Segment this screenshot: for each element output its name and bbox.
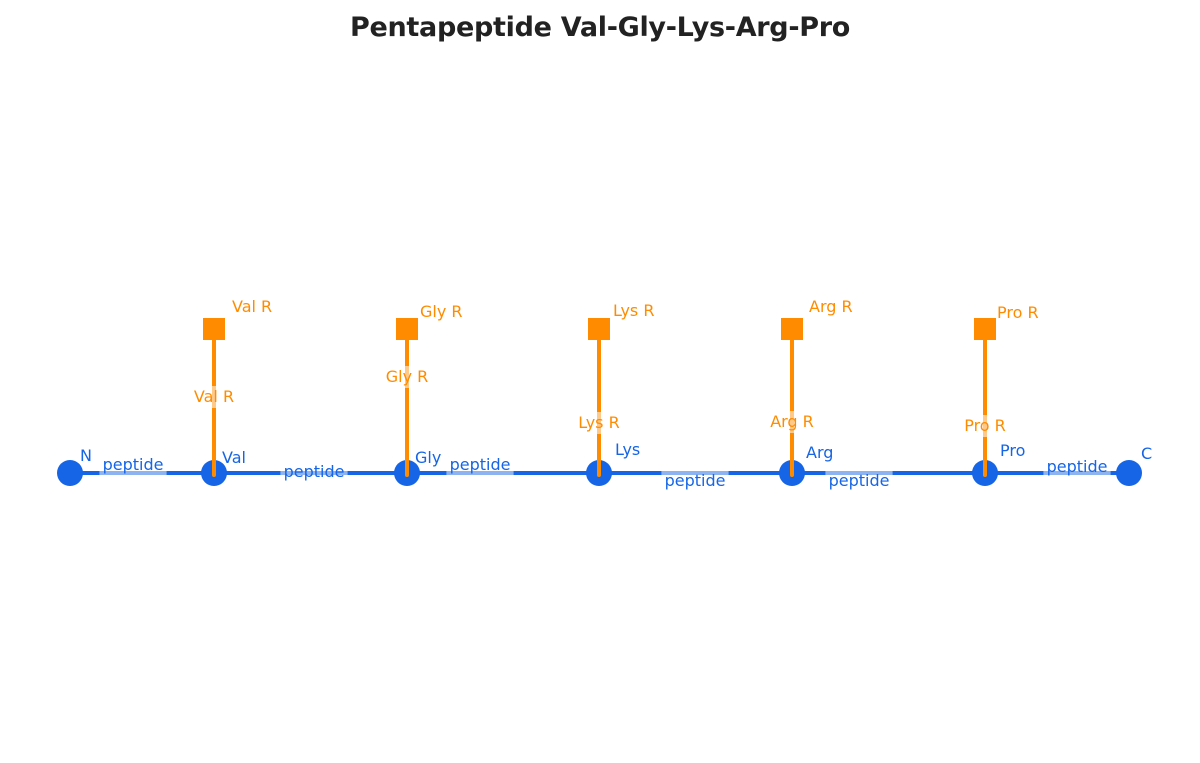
edge-label-highlight	[597, 412, 601, 434]
edge-label-highlight	[983, 415, 987, 437]
residue-label: Pro	[1000, 441, 1025, 460]
side-chain-node-label: Pro R	[997, 303, 1039, 322]
edge-label-highlight	[99, 471, 167, 475]
terminus-label: C	[1141, 444, 1152, 463]
terminus-node[interactable]	[57, 460, 83, 486]
diagram-title: Pentapeptide Val-Gly-Lys-Arg-Pro	[350, 12, 850, 43]
peptide-bond-label: peptide	[450, 455, 511, 474]
side-chain-edge-label: Val R	[194, 387, 234, 406]
node-labels: Val R Gly R Lys R Arg R Pro R N Val Gly Lys Arg Pr…	[80, 297, 1152, 467]
sidechain-nodes	[203, 318, 996, 340]
residue-label: Val	[222, 448, 246, 467]
side-chain-node-label: Gly R	[420, 302, 463, 321]
edge-label-highlight	[790, 411, 794, 433]
backbone-edges	[70, 471, 1129, 475]
edge-label-highlight	[280, 471, 348, 475]
side-chain-edge-label: Lys R	[578, 413, 619, 432]
edge-label-highlight	[1043, 471, 1111, 475]
side-chain-node-label: Val R	[232, 297, 272, 316]
peptide-bond-label: peptide	[284, 462, 345, 481]
residue-label: Gly	[415, 448, 441, 467]
terminus-node[interactable]	[1116, 460, 1142, 486]
side-chain-node[interactable]	[203, 318, 225, 340]
side-chain-node[interactable]	[781, 318, 803, 340]
terminus-label: N	[80, 446, 92, 465]
side-chain-edge-label: Pro R	[964, 416, 1006, 435]
side-chain-edge-label: Gly R	[386, 367, 429, 386]
residue-label: Arg	[806, 443, 833, 462]
side-chain-node-label: Lys R	[613, 301, 654, 320]
peptide-bond-label: peptide	[829, 471, 890, 490]
peptide-bond-label: peptide	[103, 455, 164, 474]
peptide-bond-label: peptide	[1047, 457, 1108, 476]
edge-label-highlight	[212, 386, 216, 408]
edge-labels: peptide peptide peptide peptide peptide pepti…	[103, 367, 1108, 490]
side-chain-node[interactable]	[396, 318, 418, 340]
edge-label-highlight	[661, 471, 729, 475]
side-chain-edge-label: Arg R	[770, 412, 814, 431]
edge-label-highlight	[405, 366, 409, 388]
side-chain-node[interactable]	[588, 318, 610, 340]
side-chain-node-label: Arg R	[809, 297, 853, 316]
edge-label-highlight	[825, 471, 893, 475]
peptide-bond-label: peptide	[665, 471, 726, 490]
edge-label-highlight	[446, 471, 514, 475]
sidechain-edges	[212, 329, 987, 473]
backbone-nodes	[57, 457, 1142, 486]
residue-label: Lys	[615, 440, 640, 459]
side-chain-node[interactable]	[974, 318, 996, 340]
